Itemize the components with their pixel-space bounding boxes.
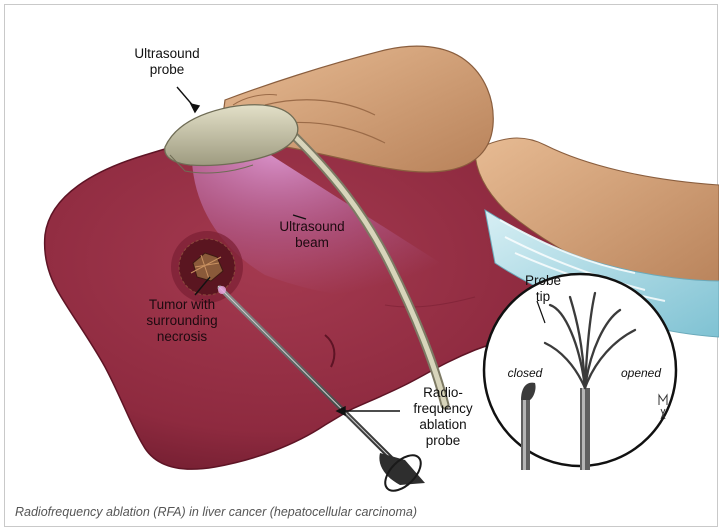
tumor-label: Tumor with surrounding necrosis	[137, 297, 227, 345]
ultrasound-probe-label: Ultrasound probe	[119, 46, 215, 78]
opened-label: opened	[613, 365, 669, 381]
rfa-probe-label: Radio- frequency ablation probe	[400, 385, 486, 449]
ultrasound-beam-label: Ultrasound beam	[267, 219, 357, 251]
figure-frame: Ultrasound probe Ultrasound beam Tumor w…	[4, 4, 718, 527]
tumor	[171, 231, 243, 303]
closed-label: closed	[499, 365, 551, 381]
liver-rfa-illustration	[5, 5, 719, 500]
figure-caption: Radiofrequency ablation (RFA) in liver c…	[15, 505, 417, 519]
probe-tip-label: Probe tip	[515, 273, 571, 305]
